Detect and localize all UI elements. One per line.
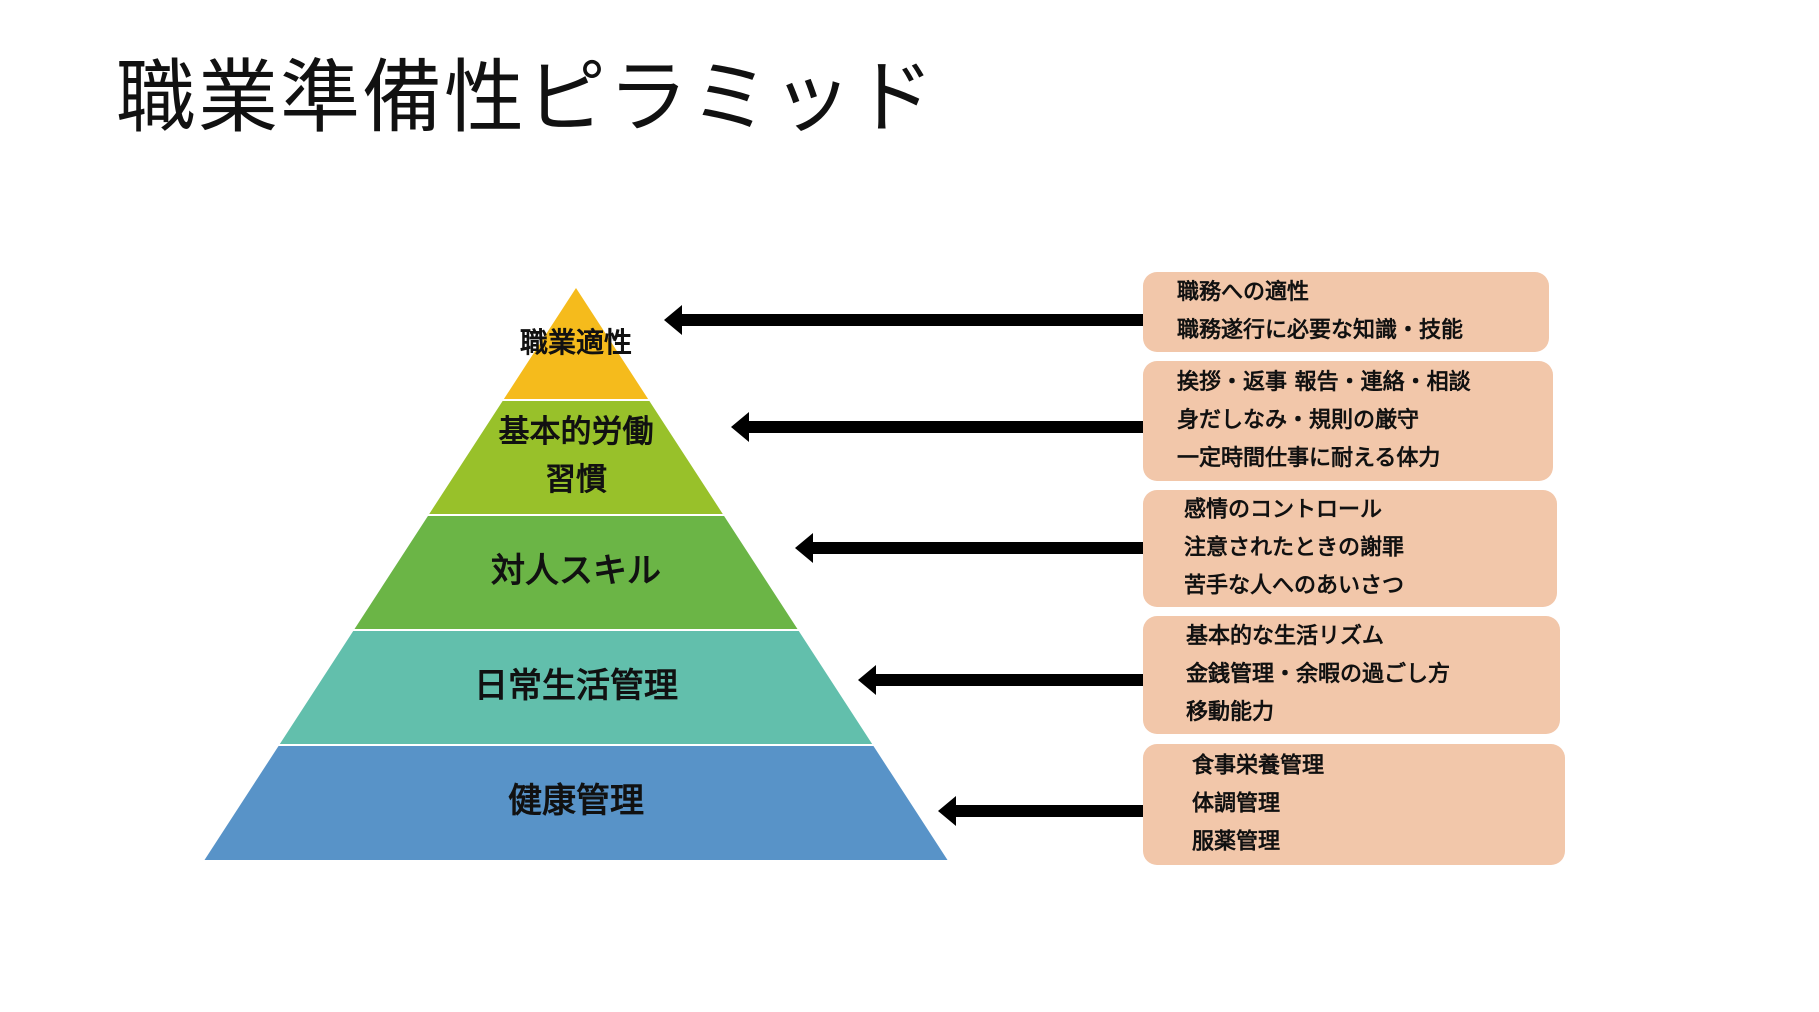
arrows	[664, 305, 1143, 826]
description-box-0-line: 職務への適性	[1177, 279, 1309, 305]
pyramid-level-1	[429, 401, 723, 514]
arrow-1	[731, 412, 1143, 442]
arrow-2	[795, 533, 1143, 563]
description-box-1-line: 身だしなみ・規則の厳守	[1177, 407, 1419, 433]
description-box-0-line: 職務遂行に必要な知識・技能	[1177, 317, 1463, 343]
arrow-3	[858, 665, 1143, 695]
description-box-1-line: 一定時間仕事に耐える体力	[1177, 445, 1440, 471]
description-box-2-line: 注意されたときの謝罪	[1184, 535, 1404, 561]
description-box-4-line: 服薬管理	[1192, 829, 1280, 855]
pyramid-level-4-label: 健康管理	[508, 781, 644, 821]
pyramid-level-1-label: 習慣	[545, 462, 607, 498]
description-box-3-line: 金銭管理・余暇の過ごし方	[1185, 661, 1450, 687]
description-box-3-line: 基本的な生活リズム	[1186, 623, 1384, 649]
description-box-2-line: 苦手な人へのあいさつ	[1184, 574, 1404, 599]
arrow-4	[938, 796, 1143, 826]
pyramid-level-4	[204, 746, 948, 860]
description-box-1-line: 挨拶・返事 報告・連絡・相談	[1177, 369, 1472, 395]
description-box-4-line: 体調管理	[1192, 791, 1280, 817]
pyramid-level-0-label: 職業適性	[520, 326, 632, 359]
pyramid-level-0	[503, 288, 649, 399]
slide-title: 職業準備性ピラミッド	[116, 51, 936, 144]
pyramid-level-2-label: 対人スキル	[491, 551, 661, 591]
arrow-0	[664, 305, 1143, 335]
pyramid-level-2	[354, 516, 798, 629]
description-box-4-line: 食事栄養管理	[1192, 753, 1324, 779]
pyramid-level-3	[279, 631, 873, 744]
pyramid-level-3-label: 日常生活管理	[474, 666, 678, 706]
description-box-2-line: 感情のコントロール	[1184, 497, 1382, 523]
pyramid-level-1-label: 基本的労働	[499, 414, 654, 450]
description-box-3-line: 移動能力	[1186, 699, 1274, 725]
